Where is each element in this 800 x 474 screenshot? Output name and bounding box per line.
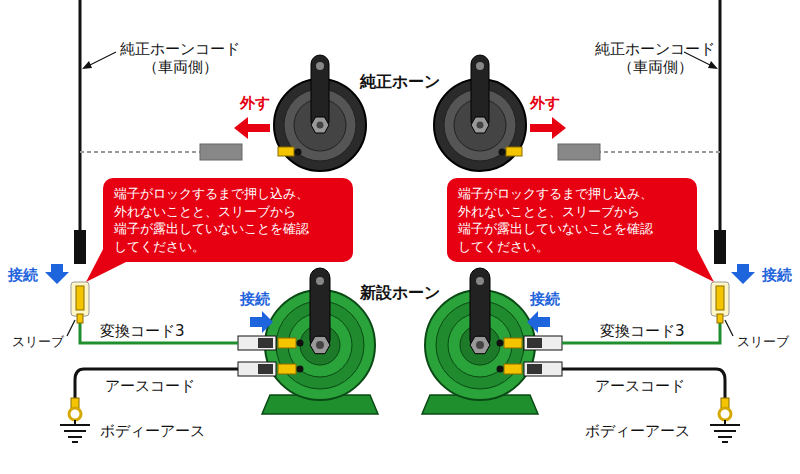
action-label: 接続 [530,290,560,308]
wire-label: アースコード [105,377,195,395]
cord-label: 純正ホーンコード （車両側） [589,40,721,76]
wire-label: 変換コード3 [100,322,185,340]
action-label: 外す [530,94,560,112]
callout-text: 端子がロックするまで押し込み、 外れないことと、スリーブから 端子が露出していな… [458,185,686,255]
callout-text: 端子がロックするまで押し込み、 外れないことと、スリーブから 端子が露出していな… [114,185,342,255]
warning-callout: 端子がロックするまで押し込み、 外れないことと、スリーブから 端子が露出していな… [447,178,697,262]
right-half [422,0,755,442]
action-label: 接続 [8,266,38,284]
cord-label: 純正ホーンコード （車両側） [114,40,246,76]
wire-label: 変換コード3 [600,322,685,340]
action-label: 接続 [762,266,792,284]
part-label: スリーブ [737,334,789,350]
ground-label: ボディーアース [100,422,205,440]
horn-label: 新設ホーン [360,283,440,302]
left-half [45,0,378,442]
action-label: 接続 [240,290,270,308]
warning-callout: 端子がロックするまで押し込み、 外れないことと、スリーブから 端子が露出していな… [103,178,353,262]
wire-label: アースコード [595,377,685,395]
ground-label: ボディーアース [585,422,690,440]
part-label: スリーブ [12,334,64,350]
horn-label: 純正ホーン [360,72,440,91]
action-label: 外す [240,94,270,112]
